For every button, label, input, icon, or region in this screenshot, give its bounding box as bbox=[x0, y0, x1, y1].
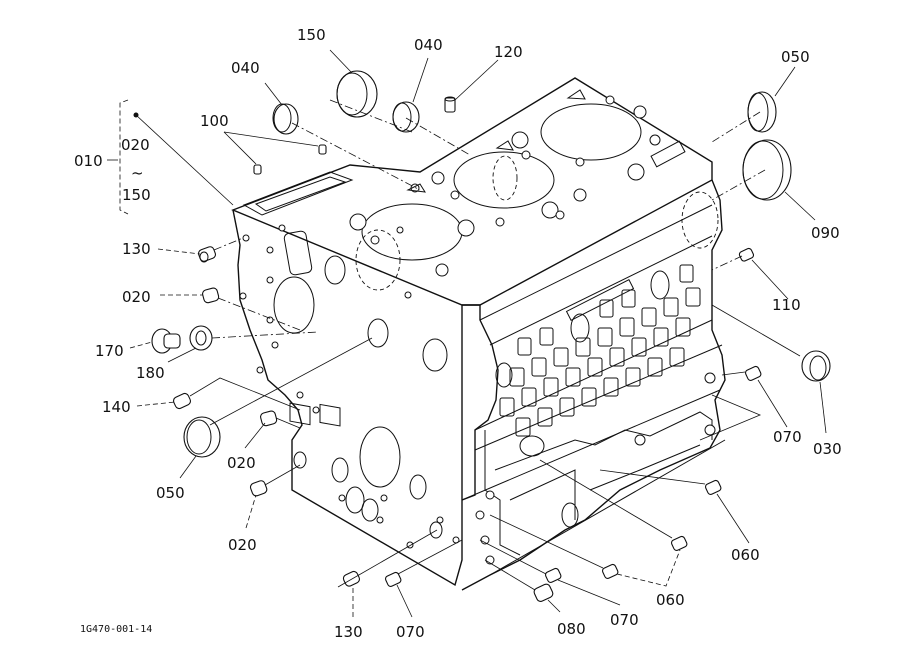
callout-090: 090 bbox=[811, 224, 840, 242]
leader-lines bbox=[107, 49, 827, 618]
part-090 bbox=[742, 139, 792, 201]
callout-040-mid: 040 bbox=[414, 36, 443, 54]
part-100-a bbox=[253, 164, 262, 175]
part-140 bbox=[172, 392, 192, 410]
part-100-b bbox=[318, 144, 327, 155]
part-040-mid bbox=[392, 101, 420, 133]
callout-070-left: 070 bbox=[396, 623, 425, 641]
callout-030: 030 bbox=[813, 440, 842, 458]
part-130-bottom bbox=[342, 570, 361, 587]
part-070-left bbox=[384, 571, 402, 587]
part-020-a bbox=[202, 287, 220, 304]
callout-labels: 010 020 ~ 150 150 040 040 120 050 090 10… bbox=[74, 26, 842, 641]
part-020-b bbox=[260, 410, 278, 427]
part-070-right bbox=[744, 365, 762, 381]
part-060-a bbox=[670, 535, 688, 551]
callout-020-b: 020 bbox=[227, 454, 256, 472]
callout-130-left: 130 bbox=[122, 240, 151, 258]
part-070-bottom bbox=[544, 567, 562, 583]
callout-020-c: 020 bbox=[228, 536, 257, 554]
callout-080: 080 bbox=[557, 620, 586, 638]
part-060-b bbox=[601, 563, 619, 579]
callout-060-bottom: 060 bbox=[656, 591, 685, 609]
crankcase-block bbox=[231, 77, 726, 591]
deck-holes bbox=[349, 89, 686, 277]
part-050-top bbox=[747, 91, 777, 133]
part-020-c bbox=[249, 480, 268, 497]
callout-180: 180 bbox=[136, 364, 165, 382]
crankcase-ribs bbox=[475, 264, 716, 565]
callout-040-left: 040 bbox=[231, 59, 260, 77]
callout-150-top: 150 bbox=[297, 26, 326, 44]
callout-070-bottom: 070 bbox=[610, 611, 639, 629]
callout-170: 170 bbox=[95, 342, 124, 360]
drawing-id: 1G470-001-14 bbox=[80, 624, 152, 635]
callout-050-top: 050 bbox=[781, 48, 810, 66]
assembly-label: 010 bbox=[74, 152, 103, 170]
part-110 bbox=[738, 247, 755, 262]
assembly-range-end: 150 bbox=[122, 186, 151, 204]
callout-070-right: 070 bbox=[773, 428, 802, 446]
loose-parts bbox=[151, 70, 831, 602]
callout-110: 110 bbox=[772, 296, 801, 314]
part-060-right bbox=[704, 479, 722, 495]
part-120 bbox=[444, 97, 456, 113]
assembly-range-separator: ~ bbox=[131, 164, 144, 182]
part-050-bottom bbox=[183, 416, 221, 458]
callout-020-a: 020 bbox=[122, 288, 151, 306]
assembly-range-start: 020 bbox=[121, 136, 150, 154]
callout-060-right: 060 bbox=[731, 546, 760, 564]
part-180 bbox=[189, 325, 213, 351]
callout-100: 100 bbox=[200, 112, 229, 130]
part-040-left bbox=[273, 103, 299, 135]
part-080 bbox=[533, 583, 554, 602]
left-face-features bbox=[239, 224, 460, 549]
callout-130-bottom: 130 bbox=[334, 623, 363, 641]
callout-140: 140 bbox=[102, 398, 131, 416]
callout-120: 120 bbox=[494, 43, 523, 61]
callout-050-bottom: 050 bbox=[156, 484, 185, 502]
